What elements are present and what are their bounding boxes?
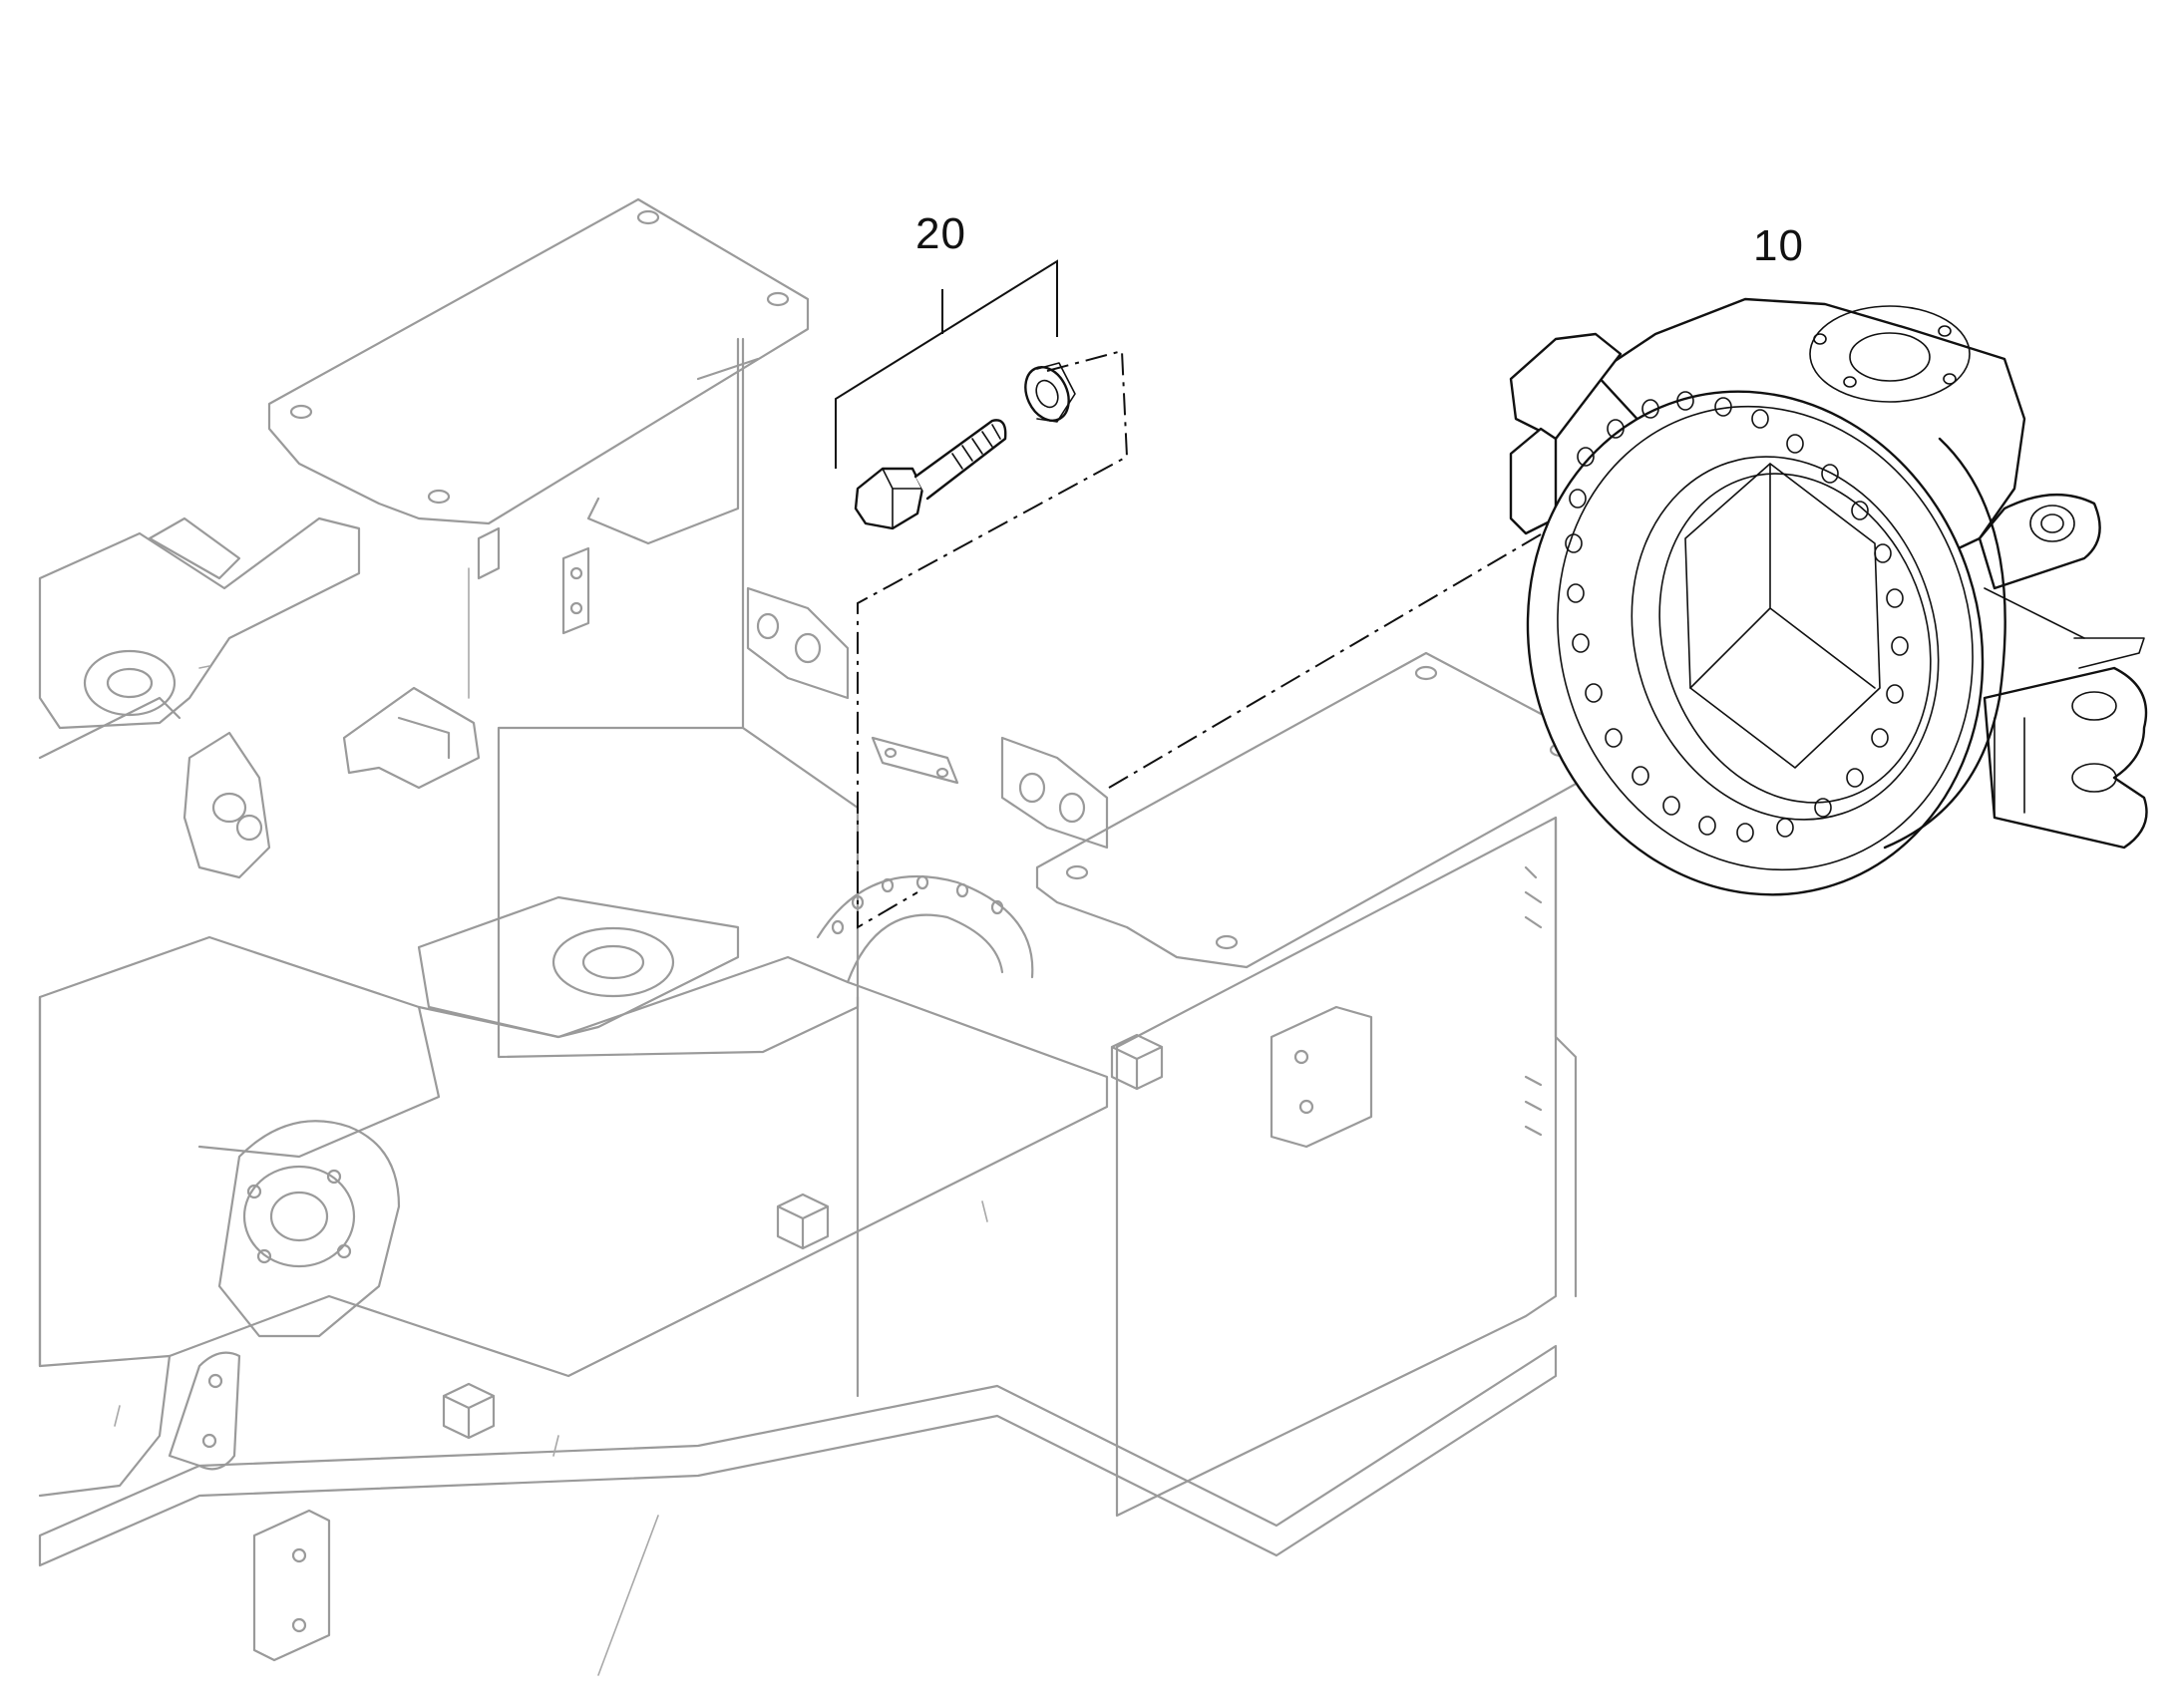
washer (1024, 362, 1076, 423)
upper-left-mount-plate (267, 197, 810, 525)
knuckle-flange-outer (1526, 390, 1985, 896)
slot-cover (871, 736, 959, 785)
bracket-b (1000, 736, 1109, 850)
right-top-plate (1035, 651, 1598, 969)
main-beam (38, 935, 1109, 1378)
plate-hole (636, 209, 660, 225)
callout-label-20: 20 (915, 209, 966, 258)
knuckle-left-ear (1509, 332, 1623, 441)
link-bar (168, 1351, 241, 1471)
knuckle-flange-mid (1557, 405, 1974, 871)
bolt-insertion-path (857, 349, 1129, 929)
clip-bracket (342, 686, 481, 790)
left-arm (38, 516, 361, 730)
callout-label-10: 10 (1753, 221, 1804, 270)
knuckle-lower-clevis (1983, 666, 2148, 850)
center-wall-left (497, 726, 860, 1059)
chassis-frame-ghost (38, 197, 1598, 1676)
plate-hole (427, 489, 451, 505)
small-plate-right (1270, 1005, 1373, 1149)
lower-plate-arm (38, 1344, 1558, 1567)
small-plate-left (252, 1509, 331, 1662)
arm-eye (83, 649, 177, 717)
pillow-block (417, 895, 740, 1039)
knuckle-steering-lug (1978, 494, 2101, 590)
knuckle-flange-bore (1631, 456, 1940, 821)
bracket-a (746, 586, 850, 700)
knuckle-alignment-path (1108, 456, 1674, 789)
plate-hole (289, 404, 313, 420)
plate-hole (766, 291, 790, 307)
bearing-ring-ghost (816, 875, 1034, 979)
beam-end-boss (217, 1120, 401, 1338)
knuckle-flange-holes (1565, 391, 1909, 843)
arm-eye-inner (106, 667, 154, 699)
right-side-wall (1115, 816, 1558, 1518)
callout-20-leader (835, 259, 1058, 469)
bolt (854, 419, 1007, 530)
part-20-bolt-and-washer (835, 259, 1129, 929)
left-bracket (182, 731, 271, 879)
cube-blocks (442, 1033, 1164, 1440)
part-10-steering-knuckle (1108, 297, 2148, 896)
